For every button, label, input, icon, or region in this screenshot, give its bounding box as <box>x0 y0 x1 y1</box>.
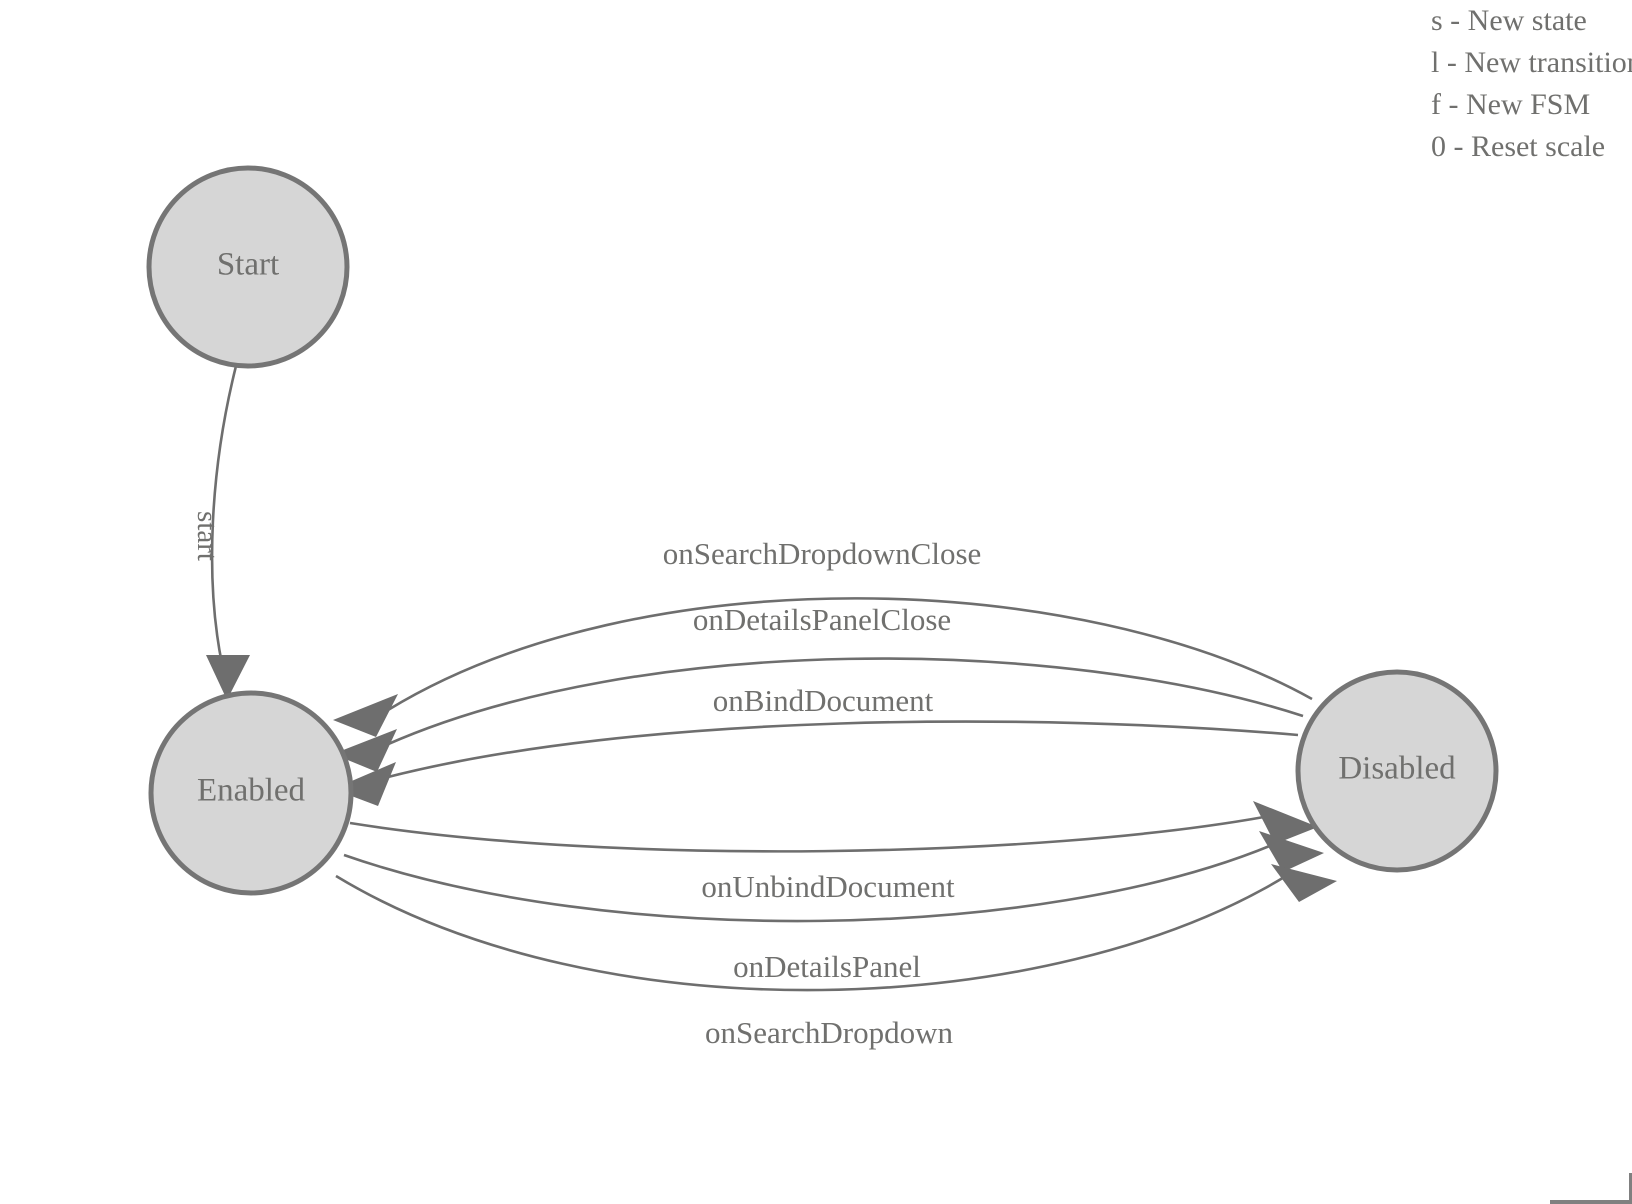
transition-label-onUnbindDocument: onUnbindDocument <box>701 869 955 904</box>
transition-label-onDetailsPanelClose: onDetailsPanelClose <box>693 602 951 637</box>
transition-label-onDetailsPanel: onDetailsPanel <box>733 949 921 984</box>
transition-onBindDocument[interactable] <box>333 720 1299 806</box>
transition-label-onSearchDropdown: onSearchDropdown <box>705 1015 953 1050</box>
transition-label-onSearchDropdownClose: onSearchDropdownClose <box>663 536 982 571</box>
transition-onDetailsPanelClose[interactable] <box>333 657 1304 772</box>
arrowhead-onDetailsPanelClose <box>333 729 397 772</box>
transition-path-onDetailsPanelClose[interactable] <box>385 657 1304 747</box>
legend-line-new-state: s - New state <box>1431 4 1587 37</box>
shortcut-legend: s - New state l - New transition f - New… <box>1431 0 1632 168</box>
transition-onSearchDropdown[interactable] <box>335 864 1337 992</box>
state-node-start[interactable]: Start <box>146 165 350 369</box>
panel-edge-right <box>1629 1173 1632 1204</box>
arrowhead-onSearchDropdown <box>1271 864 1337 902</box>
transition-path-onBindDocument[interactable] <box>383 720 1299 780</box>
arrowhead-onSearchDropdownClose <box>333 694 398 737</box>
arrowhead-start <box>206 655 250 700</box>
transition-start[interactable] <box>206 365 250 700</box>
transition-onDetailsPanel[interactable] <box>343 831 1324 923</box>
arrowhead-onUnbindDocument <box>1253 801 1318 844</box>
state-circle-disabled[interactable] <box>1295 669 1499 873</box>
transition-path-onSearchDropdownClose[interactable] <box>387 597 1313 712</box>
arrowhead-onDetailsPanel <box>1259 831 1324 872</box>
transition-path-onDetailsPanel[interactable] <box>343 843 1273 923</box>
legend-line-new-transition: l - New transition <box>1431 46 1632 79</box>
state-node-enabled[interactable]: Enabled <box>148 690 354 896</box>
transition-path-onSearchDropdown[interactable] <box>335 874 1287 992</box>
state-label-start: Start <box>217 247 279 283</box>
legend-line-reset-scale: 0 - Reset scale <box>1431 130 1606 163</box>
state-label-enabled: Enabled <box>197 773 306 809</box>
transition-label-onBindDocument: onBindDocument <box>713 683 934 718</box>
transition-label-start: start <box>191 511 223 561</box>
state-circle-enabled[interactable] <box>148 690 354 896</box>
transition-onSearchDropdownClose[interactable] <box>333 597 1313 737</box>
state-label-disabled: Disabled <box>1338 751 1456 787</box>
state-circle-start[interactable] <box>146 165 350 369</box>
transition-path-onUnbindDocument[interactable] <box>349 815 1265 853</box>
panel-edge-bottom <box>1550 1200 1632 1204</box>
transition-path-start[interactable] <box>210 365 238 665</box>
arrowhead-onBindDocument <box>333 762 396 806</box>
state-node-disabled[interactable]: Disabled <box>1295 669 1499 873</box>
legend-line-new-fsm: f - New FSM <box>1431 88 1591 121</box>
transition-onUnbindDocument[interactable] <box>349 801 1318 853</box>
